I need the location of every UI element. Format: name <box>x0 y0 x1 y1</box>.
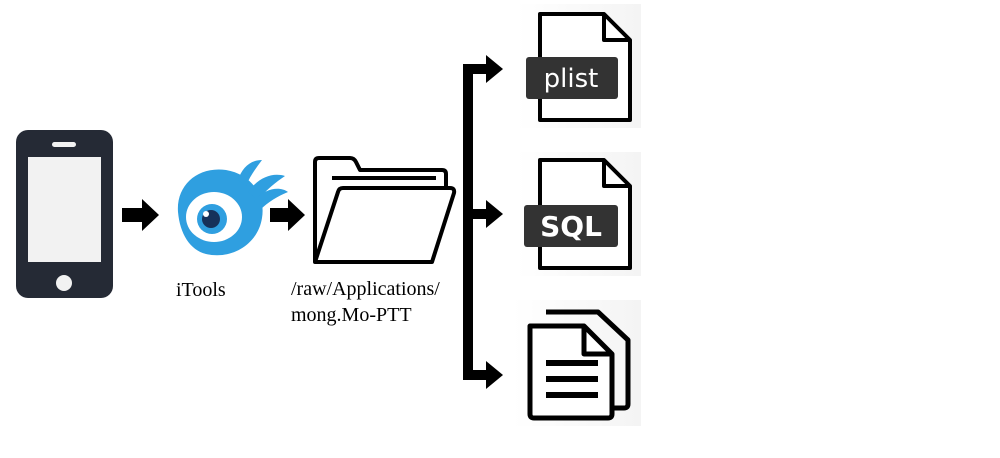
documents-icon <box>513 300 641 426</box>
path-label-line1: /raw/Applications/ <box>291 278 440 300</box>
plist-file-icon <box>517 4 641 128</box>
sql-label: SQL <box>540 210 602 243</box>
smartphone-icon <box>16 130 113 298</box>
itools-label: iTools <box>176 279 226 301</box>
sql-file-icon <box>517 152 641 276</box>
plist-label: plist <box>544 64 599 94</box>
arrow-itools-to-folder <box>270 199 305 231</box>
branch-connector <box>463 55 503 389</box>
itools-logo-icon <box>177 160 288 256</box>
open-folder-icon <box>313 156 457 264</box>
arrow-phone-to-itools <box>122 199 159 231</box>
path-label-line2: mong.Mo-PTT <box>291 304 412 326</box>
